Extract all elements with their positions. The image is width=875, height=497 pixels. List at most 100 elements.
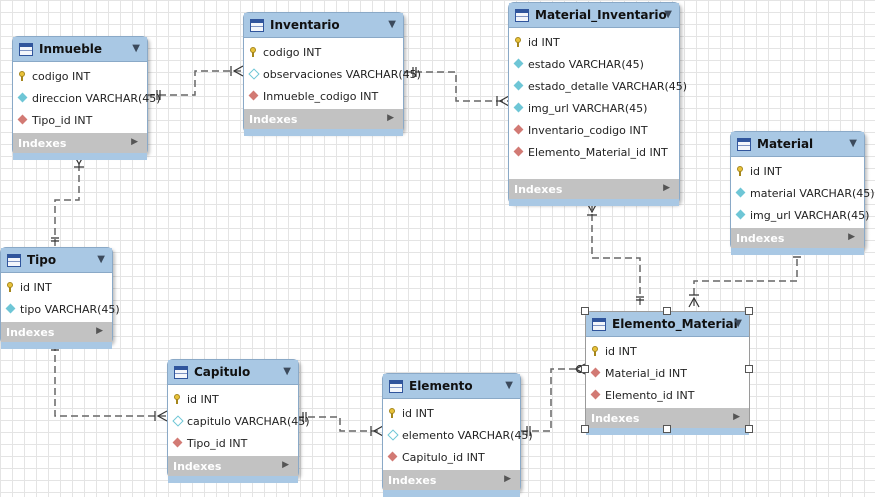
table-material-inventario[interactable]: Material_Inventario ▼ id INT estado VARC… bbox=[508, 2, 687, 206]
column-text: img_url VARCHAR(45) bbox=[750, 208, 870, 222]
column-row[interactable]: Inmueble_codigo INT bbox=[244, 85, 403, 107]
column-row[interactable]: elemento VARCHAR(45) bbox=[383, 424, 533, 446]
table-inventario[interactable]: Inventario ▼ codigo INT observaciones VA… bbox=[243, 12, 421, 136]
triangle-right-icon[interactable]: ▶ bbox=[733, 412, 740, 422]
indexes-section[interactable]: Indexes ▶ bbox=[244, 109, 403, 129]
resize-handle[interactable] bbox=[663, 425, 671, 433]
resize-handle[interactable] bbox=[745, 307, 753, 315]
column-row[interactable]: Material_id INT bbox=[586, 362, 749, 384]
column-row[interactable]: id INT bbox=[1, 276, 112, 298]
table-header[interactable]: Tipo ▼ bbox=[1, 248, 112, 273]
red-diamond-icon bbox=[249, 91, 259, 101]
column-text: observaciones VARCHAR(45) bbox=[263, 67, 421, 81]
red-diamond-icon bbox=[514, 125, 524, 135]
triangle-down-icon[interactable]: ▼ bbox=[283, 366, 291, 377]
indexes-section[interactable]: Indexes▶ bbox=[1, 322, 112, 342]
column-row[interactable]: capitulo VARCHAR(45) bbox=[168, 410, 310, 432]
column-row[interactable]: id INT bbox=[383, 402, 520, 424]
table-name: Capitulo bbox=[194, 365, 251, 379]
column-row[interactable]: id INT bbox=[168, 388, 298, 410]
indexes-label: Indexes bbox=[249, 112, 298, 126]
table-header[interactable]: Elemento ▼ bbox=[383, 374, 520, 399]
column-row[interactable]: Tipo_id INT bbox=[13, 109, 147, 131]
table-header[interactable]: Inventario ▼ bbox=[244, 13, 403, 38]
marker-many bbox=[586, 202, 598, 216]
triangle-right-icon[interactable]: ▶ bbox=[663, 183, 670, 193]
cyan-diamond-icon bbox=[514, 81, 524, 91]
red-diamond-icon bbox=[173, 438, 183, 448]
column-row[interactable]: img_url VARCHAR(45) bbox=[509, 97, 679, 119]
indexes-section[interactable]: Indexes▶ bbox=[383, 470, 520, 490]
column-row[interactable]: Elemento_id INT bbox=[586, 384, 749, 406]
table-header[interactable]: Material ▼ bbox=[731, 132, 864, 157]
triangle-down-icon[interactable]: ▼ bbox=[664, 9, 672, 20]
indexes-label: Indexes bbox=[18, 136, 67, 150]
table-header[interactable]: Elemento_Material ▼ bbox=[586, 312, 749, 337]
triangle-down-icon[interactable]: ▼ bbox=[97, 254, 105, 265]
rel-material-elemento-material bbox=[693, 248, 798, 307]
table-elemento-material[interactable]: Elemento_Material ▼ id INT Material_id I… bbox=[585, 311, 750, 435]
column-row[interactable]: estado_detalle VARCHAR(45) bbox=[509, 75, 687, 97]
red-diamond-icon bbox=[514, 147, 524, 157]
column-row[interactable]: Tipo_id INT bbox=[168, 432, 298, 454]
resize-handle[interactable] bbox=[663, 307, 671, 315]
indexes-section[interactable]: Indexes ▶ bbox=[13, 133, 147, 153]
column-row[interactable]: material VARCHAR(45) bbox=[731, 182, 875, 204]
table-inmueble[interactable]: Inmueble ▼ codigo INT direccion VARCHAR(… bbox=[12, 36, 161, 160]
triangle-down-icon[interactable]: ▼ bbox=[388, 19, 396, 30]
indexes-section[interactable]: Indexes▶ bbox=[509, 179, 679, 199]
column-row[interactable]: Capitulo_id INT bbox=[383, 446, 520, 468]
triangle-right-icon[interactable]: ▶ bbox=[387, 113, 394, 123]
resize-handle[interactable] bbox=[745, 365, 753, 373]
triangle-down-icon[interactable]: ▼ bbox=[849, 138, 857, 149]
indexes-section[interactable]: Indexes▶ bbox=[586, 408, 749, 428]
indexes-section[interactable]: Indexes▶ bbox=[731, 228, 864, 248]
resize-handle[interactable] bbox=[581, 365, 589, 373]
column-row[interactable]: tipo VARCHAR(45) bbox=[1, 298, 120, 320]
column-row[interactable]: codigo INT bbox=[244, 41, 403, 63]
triangle-right-icon[interactable]: ▶ bbox=[131, 137, 138, 147]
marker-many bbox=[688, 294, 700, 308]
column-row[interactable]: Inventario_codigo INT bbox=[509, 119, 679, 141]
rel-elemento-elemento-material bbox=[521, 368, 585, 432]
triangle-down-icon[interactable]: ▼ bbox=[734, 318, 742, 329]
table-header[interactable]: Material_Inventario ▼ bbox=[509, 3, 679, 28]
indexes-section[interactable]: Indexes▶ bbox=[168, 456, 298, 476]
table-grid-icon bbox=[250, 18, 264, 32]
resize-handle[interactable] bbox=[581, 425, 589, 433]
triangle-down-icon[interactable]: ▼ bbox=[132, 43, 140, 54]
column-row[interactable]: id INT bbox=[586, 340, 749, 362]
column-row[interactable]: codigo INT bbox=[13, 65, 147, 87]
table-header[interactable]: Inmueble ▼ bbox=[13, 37, 147, 62]
column-row[interactable]: Elemento_Material_id INT bbox=[509, 141, 679, 163]
column-row[interactable]: direccion VARCHAR(45) bbox=[13, 87, 161, 109]
red-diamond-icon bbox=[591, 390, 601, 400]
table-grid-icon bbox=[737, 137, 751, 151]
rel-tipo-inmueble bbox=[54, 155, 80, 246]
resize-handle[interactable] bbox=[745, 425, 753, 433]
table-grid-icon bbox=[389, 379, 403, 393]
table-header[interactable]: Capitulo ▼ bbox=[168, 360, 298, 385]
triangle-right-icon[interactable]: ▶ bbox=[504, 474, 511, 484]
resize-handle[interactable] bbox=[581, 307, 589, 315]
column-text: id INT bbox=[528, 35, 560, 49]
column-row[interactable]: estado VARCHAR(45) bbox=[509, 53, 679, 75]
triangle-right-icon[interactable]: ▶ bbox=[848, 232, 855, 242]
key-icon bbox=[18, 71, 28, 81]
table-material[interactable]: Material ▼ id INT material VARCHAR(45) i… bbox=[730, 131, 875, 255]
column-row[interactable]: observaciones VARCHAR(45) bbox=[244, 63, 421, 85]
table-footer bbox=[244, 129, 403, 136]
table-capitulo[interactable]: Capitulo ▼ id INT capitulo VARCHAR(45) T… bbox=[167, 359, 310, 483]
column-row[interactable]: id INT bbox=[731, 160, 864, 182]
column-text: Inmueble_codigo INT bbox=[263, 89, 379, 103]
column-row[interactable]: img_url VARCHAR(45) bbox=[731, 204, 869, 226]
column-text: Capitulo_id INT bbox=[402, 450, 485, 464]
column-row[interactable]: id INT bbox=[509, 31, 679, 53]
key-icon bbox=[514, 37, 524, 47]
marker-many bbox=[370, 425, 384, 437]
triangle-right-icon[interactable]: ▶ bbox=[96, 326, 103, 336]
triangle-down-icon[interactable]: ▼ bbox=[505, 380, 513, 391]
triangle-right-icon[interactable]: ▶ bbox=[282, 460, 289, 470]
table-elemento[interactable]: Elemento ▼ id INT elemento VARCHAR(45) C… bbox=[382, 373, 533, 497]
table-tipo[interactable]: Tipo ▼ id INT tipo VARCHAR(45) Indexes▶ bbox=[0, 247, 120, 349]
